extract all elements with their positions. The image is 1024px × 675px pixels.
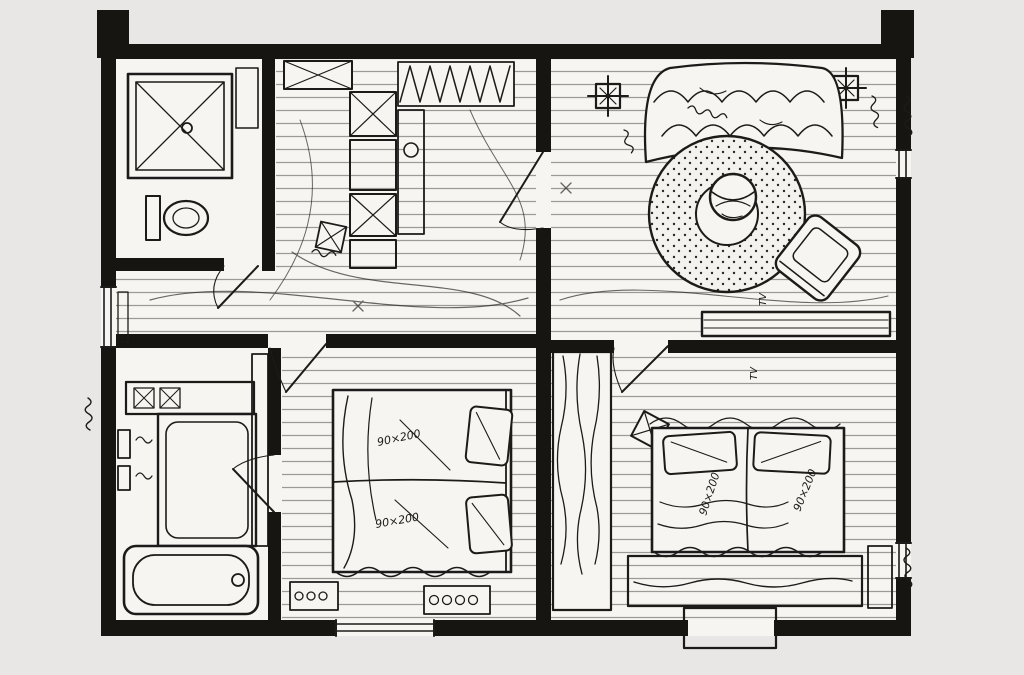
door-bathroom-top [213,265,259,309]
radiator [117,291,129,343]
door-bedroom-guest [612,345,669,393]
window-right-bedroom [895,542,912,579]
low-dresser [626,554,864,608]
windows [100,149,912,637]
exterior-wall-bottom [101,620,336,636]
appliance-column [349,91,397,269]
tub-drain [231,573,245,587]
pillow [752,431,832,475]
interior-wall-center [536,228,551,334]
interior-wall-mid [116,334,268,348]
bathroom-bottom [117,353,269,616]
walls [97,10,914,636]
exterior-wall-left [101,347,116,636]
shower-tray [126,72,234,180]
stool [314,220,348,254]
drying-rack [397,61,515,107]
tv-label: TV [749,366,760,380]
bathroom-shelf [235,67,259,129]
interior-wall-mid [326,334,536,348]
headboard-scribble [649,417,841,431]
vanity-counter [124,380,256,416]
bathtub [122,544,260,616]
bathroom-top [126,67,259,241]
bedroom-main: 90×200 90×200 [289,388,514,615]
window-bottom [335,619,435,637]
armchair [774,214,862,302]
bedroom-guest: 90×200 90×200 [626,410,893,650]
exterior-wall-bottom [774,620,911,636]
window-left [100,286,129,348]
door-bathroom-bottom [232,454,275,513]
interior-wall-center [536,59,551,152]
bathroom-wall [116,258,224,271]
window-right-living [895,149,912,179]
twin-bed: 90×200 90×200 [650,426,846,558]
door-bedroom-main [269,343,327,393]
hall-wardrobe [551,350,613,612]
interior-wall-center [536,334,551,620]
bathroom2-wall [268,348,281,455]
interior-wall-mid [551,340,614,353]
exterior-wall-right [896,178,911,543]
double-bed: 90×200 90×200 [331,388,514,578]
ceiling-light-icon [587,75,629,117]
tv-label: TV [758,292,769,306]
ball-on-rug [708,172,758,222]
pillow [465,493,513,555]
pillow [464,405,514,467]
exterior-wall-top [101,44,911,59]
toilet [145,195,210,241]
kitchen [283,60,515,269]
x-mark [560,182,572,194]
sofa [643,61,844,164]
bedside-bench [289,581,339,611]
kitchen-counter-top [283,60,353,90]
door-center-hall [499,151,544,231]
side-unit [867,545,893,609]
bathroom-wall [262,59,275,271]
living-room: TV TV [587,61,892,380]
dresser-bench [423,585,491,615]
exterior-wall-bottom [434,620,688,636]
handwriting-squiggles [84,95,913,589]
wall-fixtures [117,429,153,491]
sketch-scribbles [149,109,889,317]
bathroom2-wall [268,512,281,620]
shower-cabin [156,412,258,548]
tv-bench [700,310,892,338]
doors [213,151,669,513]
pillow [662,430,738,476]
x-mark [352,300,364,312]
exterior-wall-left [101,44,116,287]
sink [403,142,419,158]
kitchen-side-counter [397,109,425,235]
exterior-wall-right [896,44,911,150]
exterior-wall-right [896,578,911,636]
interior-wall-mid [668,340,896,353]
